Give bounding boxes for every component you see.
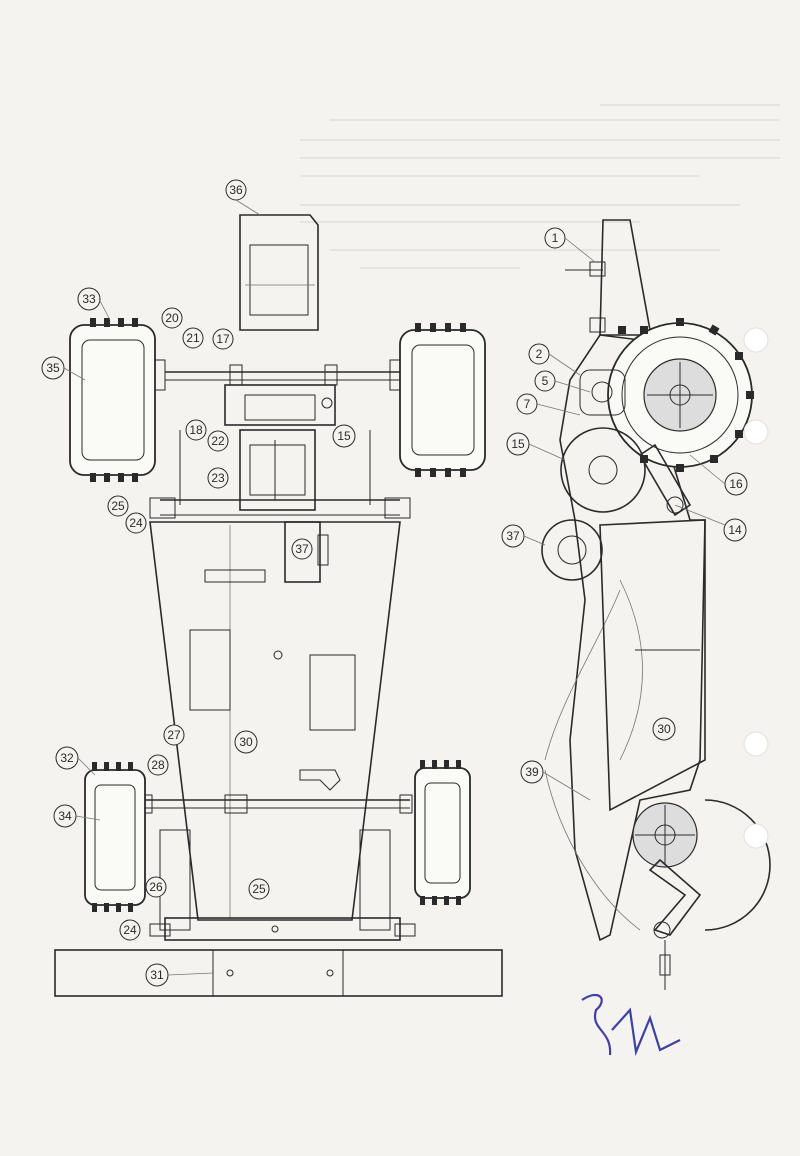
callout-27: 27 [163, 724, 185, 746]
svg-text:30: 30 [657, 722, 671, 736]
leader-lines [63, 199, 726, 976]
callout-37-side: 37 [501, 524, 525, 548]
callout-24-front: 24 [125, 512, 147, 534]
callout-31: 31 [145, 963, 169, 987]
svg-text:30: 30 [239, 735, 253, 749]
svg-text:16: 16 [729, 477, 743, 491]
svg-text:1: 1 [552, 231, 559, 245]
callout-22: 22 [207, 430, 229, 452]
svg-text:14: 14 [728, 523, 742, 537]
rear-bumper [54, 949, 503, 997]
callout-20: 20 [161, 307, 183, 329]
svg-text:34: 34 [58, 809, 72, 823]
callout-35: 35 [41, 356, 65, 380]
top-view [54, 214, 503, 997]
callout-37-top: 37 [291, 538, 313, 560]
rear-right-tyre [414, 760, 471, 905]
front-nose [239, 214, 319, 331]
front-wheel-side [607, 318, 754, 472]
callout-15-top: 15 [332, 424, 356, 448]
callout-36: 36 [225, 179, 247, 201]
svg-text:15: 15 [511, 437, 525, 451]
rear-wheel-side [632, 799, 771, 931]
callout-15-side: 15 [506, 432, 530, 456]
svg-text:36: 36 [229, 183, 243, 197]
callout-28: 28 [147, 754, 169, 776]
callout-39: 39 [520, 760, 544, 784]
svg-text:31: 31 [150, 968, 164, 982]
svg-text:26: 26 [149, 880, 163, 894]
callout-25-front: 25 [107, 495, 129, 517]
svg-text:21: 21 [186, 331, 200, 345]
side-view [541, 219, 771, 990]
svg-text:35: 35 [46, 361, 60, 375]
svg-text:28: 28 [151, 758, 165, 772]
chassis-plate [149, 521, 401, 921]
callout-25-rear: 25 [248, 878, 270, 900]
punch-hole [743, 327, 769, 353]
svg-text:2: 2 [536, 347, 543, 361]
rear-left-tyre [84, 762, 146, 912]
svg-text:39: 39 [525, 765, 539, 779]
callout-33: 33 [77, 287, 101, 311]
callout-21: 21 [182, 327, 204, 349]
svg-text:32: 32 [60, 751, 74, 765]
svg-text:37: 37 [506, 529, 520, 543]
callout-18: 18 [185, 419, 207, 441]
svg-text:22: 22 [211, 434, 225, 448]
callout-1: 1 [544, 227, 566, 249]
callout-2: 2 [528, 343, 550, 365]
callout-30-side: 30 [652, 717, 676, 741]
svg-text:25: 25 [252, 882, 266, 896]
callout-14: 14 [723, 518, 747, 542]
svg-text:33: 33 [82, 292, 96, 306]
svg-text:20: 20 [165, 311, 179, 325]
callout-32: 32 [55, 746, 79, 770]
signature-mark [581, 993, 681, 1057]
front-right-tyre [399, 323, 486, 477]
punch-hole [743, 419, 769, 445]
svg-text:24: 24 [129, 516, 143, 530]
callout-7: 7 [516, 393, 538, 415]
svg-text:5: 5 [542, 374, 549, 388]
punch-hole [743, 731, 769, 757]
svg-text:37: 37 [295, 542, 309, 556]
svg-text:27: 27 [167, 728, 181, 742]
punch-hole [743, 823, 769, 849]
svg-text:18: 18 [189, 423, 203, 437]
svg-text:23: 23 [211, 471, 225, 485]
callout-24-rear: 24 [119, 919, 141, 941]
svg-text:15: 15 [337, 429, 351, 443]
front-left-tyre [69, 318, 156, 482]
svg-text:24: 24 [123, 923, 137, 937]
show-through-text [300, 104, 780, 269]
callout-17: 17 [212, 328, 234, 350]
callout-30-top: 30 [234, 730, 258, 754]
svg-text:17: 17 [216, 332, 230, 346]
callout-34: 34 [53, 804, 77, 828]
svg-text:25: 25 [111, 499, 125, 513]
callout-23: 23 [207, 467, 229, 489]
callout-5: 5 [534, 370, 556, 392]
callout-26: 26 [145, 876, 167, 898]
callout-16: 16 [724, 472, 748, 496]
svg-text:7: 7 [524, 397, 531, 411]
